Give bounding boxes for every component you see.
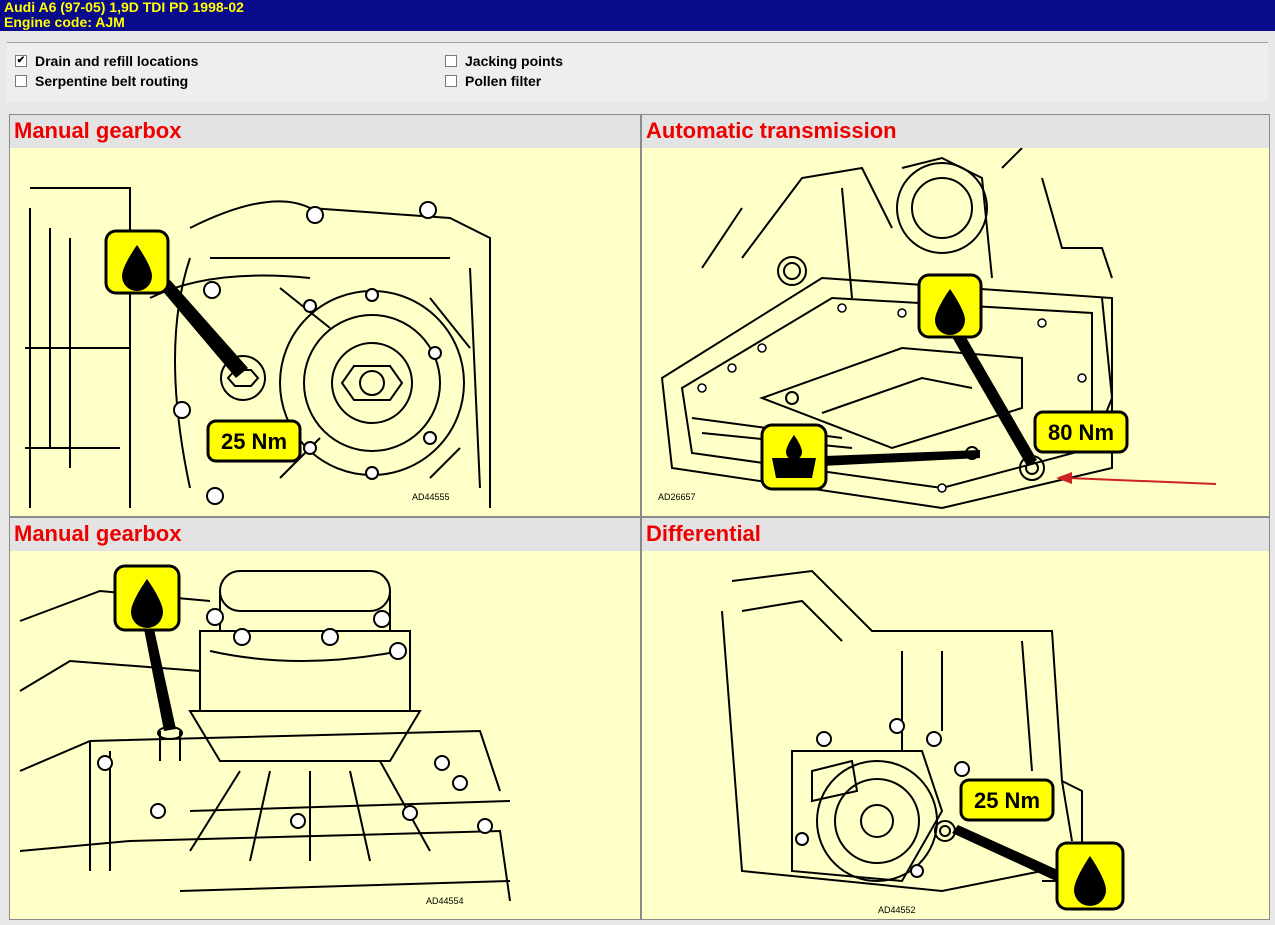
option-label: Serpentine belt routing — [35, 73, 189, 89]
oil-drop-icon — [917, 273, 983, 339]
panel-manual-gearbox-top: Manual gearbox — [9, 114, 641, 517]
panel-title: Automatic transmission — [642, 115, 1269, 148]
option-label: Jacking points — [465, 53, 564, 69]
torque-value: 25 Nm — [221, 429, 287, 454]
torque-value: 25 Nm — [974, 788, 1040, 813]
title-bar: Audi A6 (97-05) 1,9D TDI PD 1998-02 Engi… — [0, 0, 1275, 31]
option-pollen-filter[interactable]: Pollen filter — [445, 72, 541, 90]
torque-value: 80 Nm — [1048, 420, 1114, 445]
diagram-ref: AD26657 — [658, 492, 696, 502]
torque-badge: 25 Nm — [959, 778, 1055, 822]
options-panel: Drain and refill locations Serpentine be… — [7, 42, 1268, 102]
diagram-ref: AD44552 — [878, 905, 916, 915]
diagram-ref: AD44555 — [412, 492, 450, 502]
oil-level-icon — [760, 423, 828, 491]
option-serpentine-belt[interactable]: Serpentine belt routing — [15, 72, 188, 90]
torque-badge: 25 Nm — [206, 419, 302, 463]
panel-manual-gearbox-bottom: Manual gearbox — [9, 517, 641, 920]
checkbox-pollen-filter[interactable] — [445, 75, 457, 87]
oil-drop-icon — [113, 564, 181, 632]
gearbox-diagram: 25 Nm AD44555 — [25, 187, 491, 508]
panel-title: Manual gearbox — [10, 518, 640, 551]
checkbox-drain-refill[interactable] — [15, 55, 27, 67]
differential-diagram: 25 Nm AD44552 — [721, 569, 1125, 915]
torque-badge: 80 Nm — [1033, 410, 1129, 454]
panel-title: Manual gearbox — [10, 115, 640, 148]
panel-title: Differential — [642, 518, 1269, 551]
checkbox-jacking-points[interactable] — [445, 55, 457, 67]
checkbox-serpentine-belt[interactable] — [15, 75, 27, 87]
transmission-diagram: 80 Nm AD26657 — [658, 148, 1217, 510]
gearbox-side-diagram: AD44554 — [19, 564, 511, 906]
panel-differential: Differential 25 Nm — [641, 517, 1270, 920]
option-label: Pollen filter — [465, 73, 542, 89]
panel-automatic-transmission: Automatic transmission — [641, 114, 1270, 517]
option-jacking-points[interactable]: Jacking points — [445, 52, 563, 70]
oil-drop-icon — [1055, 841, 1125, 911]
option-label: Drain and refill locations — [35, 53, 199, 69]
red-arrow-icon — [1056, 472, 1217, 485]
engine-code: Engine code: AJM — [4, 14, 125, 30]
diagram-ref: AD44554 — [426, 896, 464, 906]
vehicle-title: Audi A6 (97-05) 1,9D TDI PD 1998-02 — [4, 0, 244, 15]
option-drain-refill[interactable]: Drain and refill locations — [15, 52, 198, 70]
oil-drop-icon — [104, 229, 170, 295]
